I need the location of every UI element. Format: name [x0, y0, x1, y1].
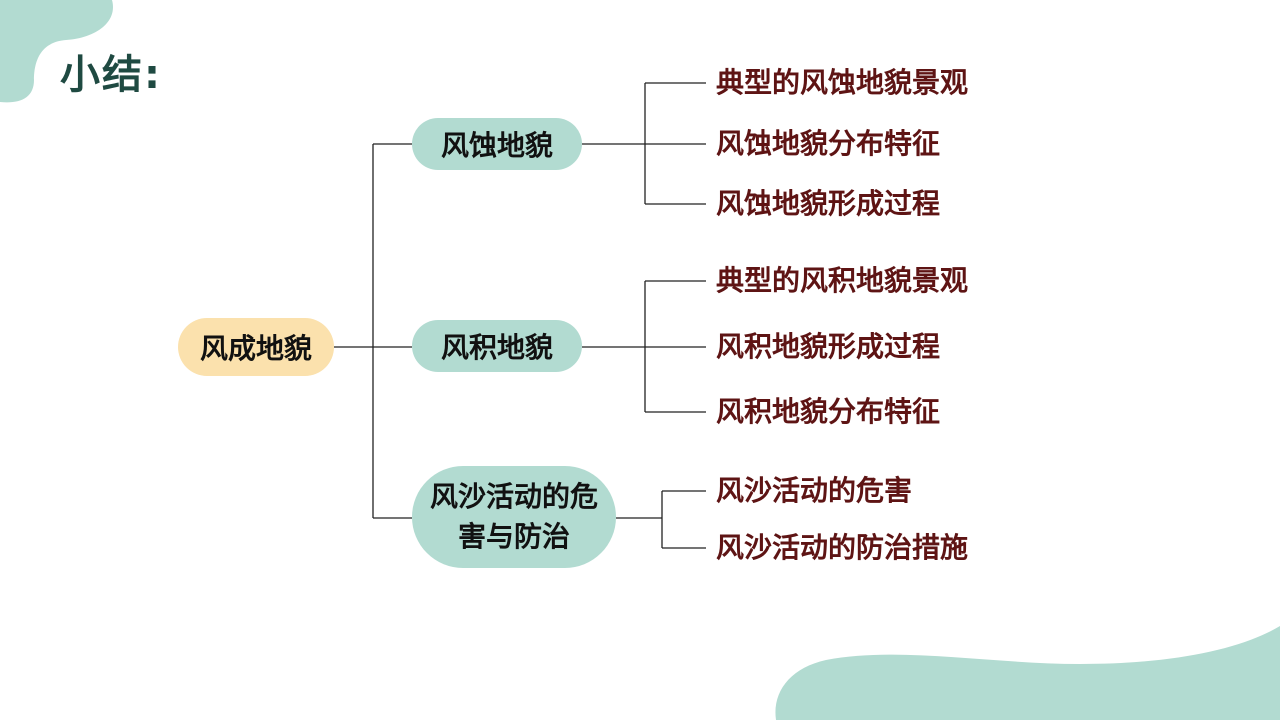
- root-node: 风成地貌: [178, 318, 334, 376]
- bottom-right-blob: [775, 626, 1280, 720]
- leaf-erosion-formation: 风蚀地貌形成过程: [716, 187, 941, 220]
- leaf-sand-hazard: 风沙活动的危害: [716, 474, 913, 507]
- leaf-deposition-landscape: 典型的风积地貌景观: [716, 264, 969, 297]
- leaf-deposition-distribution: 风积地貌分布特征: [716, 395, 941, 428]
- leaf-erosion-distribution: 风蚀地貌分布特征: [716, 127, 941, 160]
- leaf-erosion-landscape: 典型的风蚀地貌景观: [716, 66, 969, 99]
- slide-title: 小结:: [60, 52, 162, 98]
- leaf-sand-prevention: 风沙活动的防治措施: [716, 531, 969, 564]
- branch-node-sand-hazard: 风沙活动的危害与防治: [412, 466, 616, 568]
- leaf-deposition-formation: 风积地貌形成过程: [716, 330, 941, 363]
- top-left-blob: [0, 0, 113, 103]
- branch-node-wind-deposition: 风积地貌: [412, 320, 582, 372]
- branch-node-wind-erosion: 风蚀地貌: [412, 118, 582, 170]
